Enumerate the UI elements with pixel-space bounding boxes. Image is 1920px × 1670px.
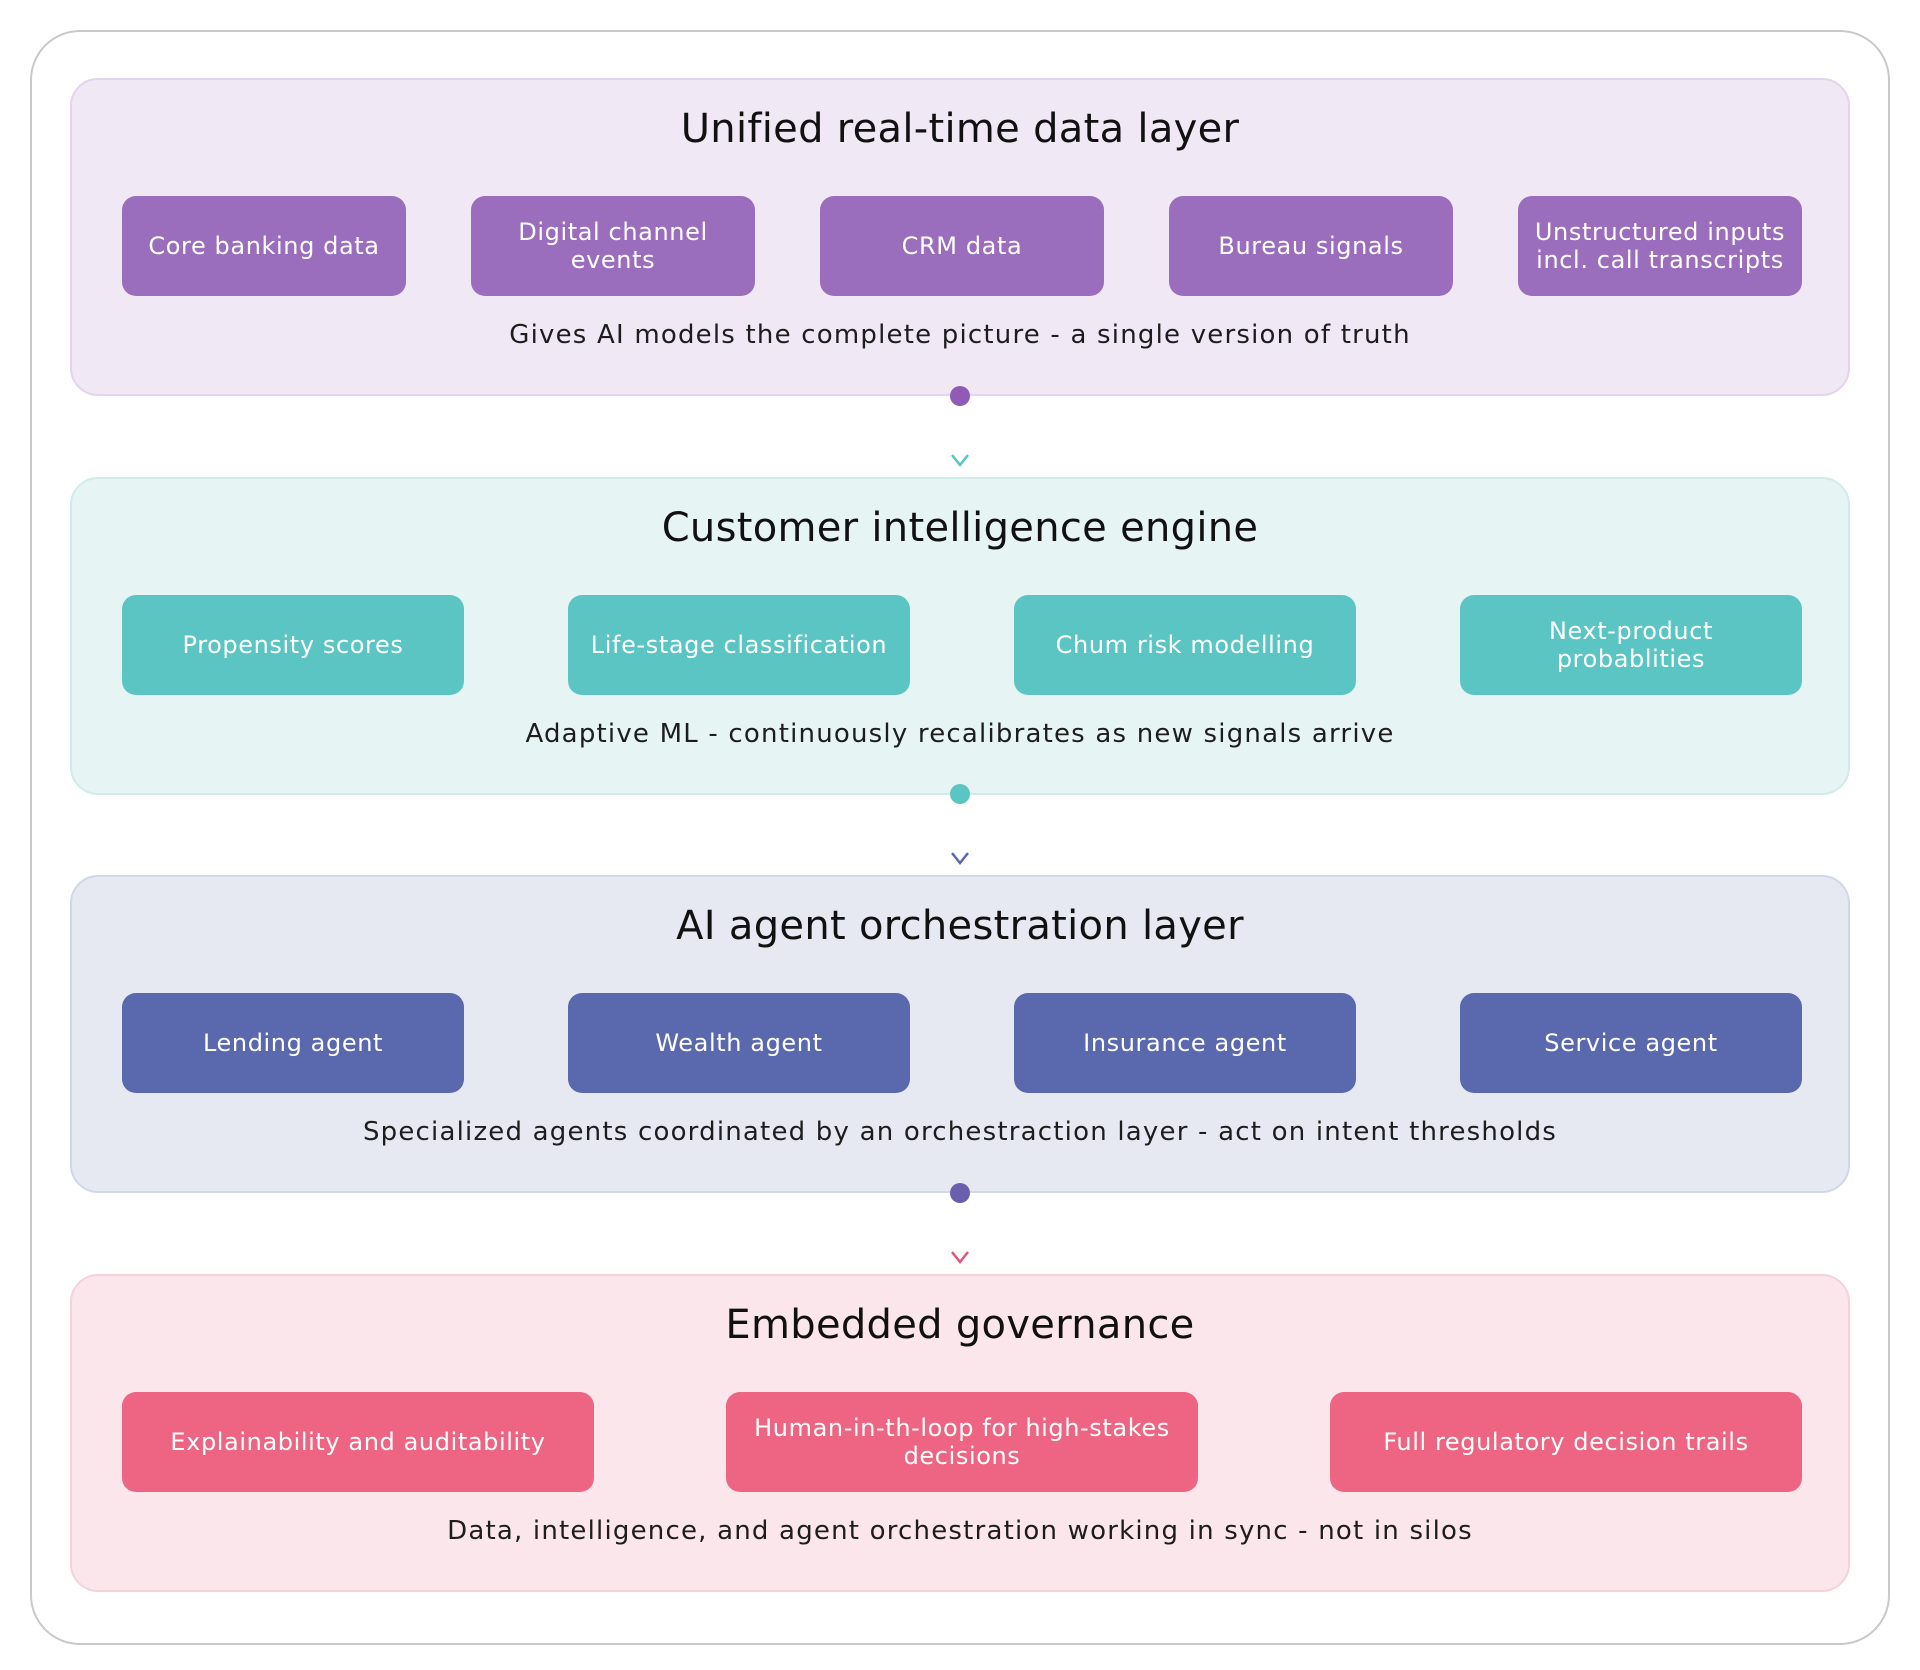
item-wealth-agent: Wealth agent (568, 993, 910, 1093)
layer-governance: Embedded governance Explainability and a… (70, 1274, 1850, 1592)
layer-title: Embedded governance (725, 1302, 1195, 1348)
item-service-agent: Service agent (1460, 993, 1802, 1093)
item-digital-channel: Digital channel events (471, 196, 755, 296)
layer-caption: Adaptive ML - continuously recalibrates … (525, 719, 1395, 749)
layer-title: Customer intelligence engine (661, 505, 1259, 551)
connector-arrow (950, 386, 970, 468)
layer-title: AI agent orchestration layer (676, 903, 1244, 949)
item-lending-agent: Lending agent (122, 993, 464, 1093)
item-propensity: Propensity scores (122, 595, 464, 695)
layer-caption: Specialized agents coordinated by an orc… (362, 1117, 1558, 1147)
layer-caption: Data, intelligence, and agent orchestrat… (447, 1516, 1473, 1546)
layer-data: Unified real-time data layer Core bankin… (70, 78, 1850, 396)
item-regulatory-trails: Full regulatory decision trails (1330, 1392, 1802, 1492)
item-core-banking: Core banking data (122, 196, 406, 296)
item-bureau: Bureau signals (1169, 196, 1453, 296)
layer-intelligence: Customer intelligence engine Propensity … (70, 477, 1850, 795)
item-unstructured: Unstructured inputs incl. call transcrip… (1518, 196, 1802, 296)
item-crm: CRM data (820, 196, 1104, 296)
layer-caption: Gives AI models the complete picture - a… (509, 320, 1411, 350)
item-next-product: Next-product probablities (1460, 595, 1802, 695)
item-life-stage: Life-stage classification (568, 595, 910, 695)
layer-orchestration: AI agent orchestration layer Lending age… (70, 875, 1850, 1193)
layer-title: Unified real-time data layer (680, 106, 1240, 152)
connector-arrow (950, 784, 970, 866)
connector-arrow (950, 1183, 970, 1265)
item-human-in-loop: Human-in-th-loop for high-stakes decisio… (726, 1392, 1198, 1492)
item-churn-risk: Chum risk modelling (1014, 595, 1356, 695)
item-explainability: Explainability and auditability (122, 1392, 594, 1492)
item-insurance-agent: Insurance agent (1014, 993, 1356, 1093)
